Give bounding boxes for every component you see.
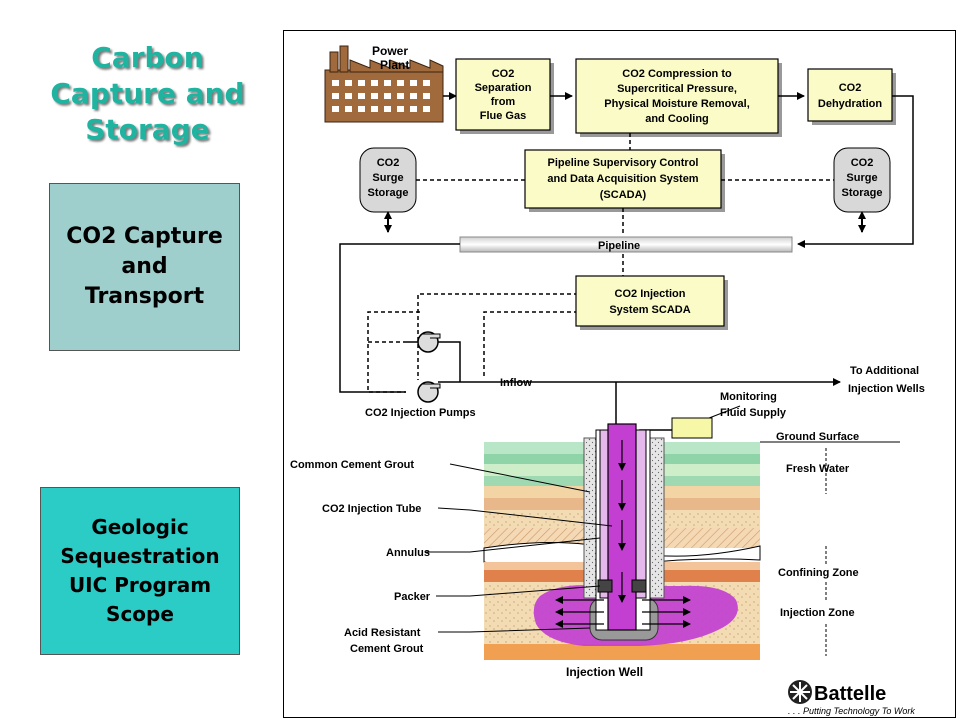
acid-resistant-line-1: Acid Resistant xyxy=(344,627,421,639)
compression-line-2: Supercritical Pressure, xyxy=(617,83,737,95)
confining-zone-label: Confining Zone xyxy=(778,567,859,579)
battelle-logo-text: Battelle xyxy=(814,683,886,705)
compression-line-1: CO2 Compression to xyxy=(622,68,732,80)
injection-well-label: Injection Well xyxy=(566,665,643,679)
ground-surface-label: Ground Surface xyxy=(776,431,859,443)
additional-wells-line-2: Injection Wells xyxy=(848,383,925,395)
annulus-label: Annulus xyxy=(386,547,430,559)
scada-line-2: and Data Acquisition System xyxy=(547,173,698,185)
separation-line-3: from xyxy=(491,96,516,108)
surge-right-line-3: Storage xyxy=(842,187,883,199)
monitoring-fluid-tank xyxy=(671,417,713,439)
additional-wells-line-1: To Additional xyxy=(850,365,919,377)
injection-scada-line-2: System SCADA xyxy=(609,304,690,316)
surge-left-line-1: CO2 xyxy=(377,157,400,169)
acid-resistant-line-2: Cement Grout xyxy=(350,643,424,655)
injection-scada-box xyxy=(575,275,725,327)
injection-pump-icon xyxy=(417,331,441,403)
title-line-2: Capture and xyxy=(50,77,245,110)
power-plant-label-1: Power xyxy=(372,44,408,58)
well-bore xyxy=(555,423,691,641)
separation-line-1: CO2 xyxy=(492,68,515,80)
slide-title: Carbon Capture and Storage xyxy=(20,40,275,148)
scada-box xyxy=(524,149,722,209)
separation-line-2: Separation xyxy=(475,82,532,94)
power-plant-icon xyxy=(324,45,444,123)
scada-line-3: (SCADA) xyxy=(600,189,647,201)
monitoring-line-1: Monitoring xyxy=(720,391,777,403)
battelle-logo-icon xyxy=(788,680,812,704)
surge-right-line-1: CO2 xyxy=(851,157,874,169)
dehydration-line-1: CO2 xyxy=(839,82,862,94)
capture-transport-box: CO2 Capture and Transport xyxy=(49,183,240,351)
battelle-tagline: . . . Putting Technology To Work xyxy=(788,706,915,716)
capture-transport-label: CO2 Capture and Transport xyxy=(66,224,223,309)
title-line-1: Carbon xyxy=(91,41,204,74)
geologic-sequestration-box: Geologic Sequestration UIC Program Scope xyxy=(40,487,240,655)
injection-pumps-label: CO2 Injection Pumps xyxy=(365,407,476,419)
dehydration-line-2: Dehydration xyxy=(818,98,882,110)
compression-line-4: and Cooling xyxy=(645,113,709,125)
surge-left-line-2: Surge xyxy=(372,172,403,184)
surge-left-line-3: Storage xyxy=(368,187,409,199)
co2-separation-box xyxy=(455,58,551,131)
separation-line-4: Flue Gas xyxy=(480,110,526,122)
compression-line-3: Physical Moisture Removal, xyxy=(604,98,750,110)
power-plant-label-2: Plant xyxy=(380,58,409,72)
title-line-3: Storage xyxy=(85,113,210,146)
monitoring-line-2: Fluid Supply xyxy=(720,407,787,419)
injection-scada-line-1: CO2 Injection xyxy=(615,288,686,300)
fresh-water-label: Fresh Water xyxy=(786,463,850,475)
co2-dehydration-box xyxy=(807,68,893,122)
pipeline-label: Pipeline xyxy=(598,240,640,252)
inflow-label: Inflow xyxy=(500,377,532,389)
injection-tube-label: CO2 Injection Tube xyxy=(322,503,421,515)
scada-line-1: Pipeline Supervisory Control xyxy=(548,157,699,169)
injection-zone-label: Injection Zone xyxy=(780,607,855,619)
surge-right-line-2: Surge xyxy=(846,172,877,184)
common-cement-label: Common Cement Grout xyxy=(290,459,414,471)
geologic-sequestration-label: Geologic Sequestration UIC Program Scope xyxy=(60,515,220,626)
packer-label: Packer xyxy=(394,591,431,603)
